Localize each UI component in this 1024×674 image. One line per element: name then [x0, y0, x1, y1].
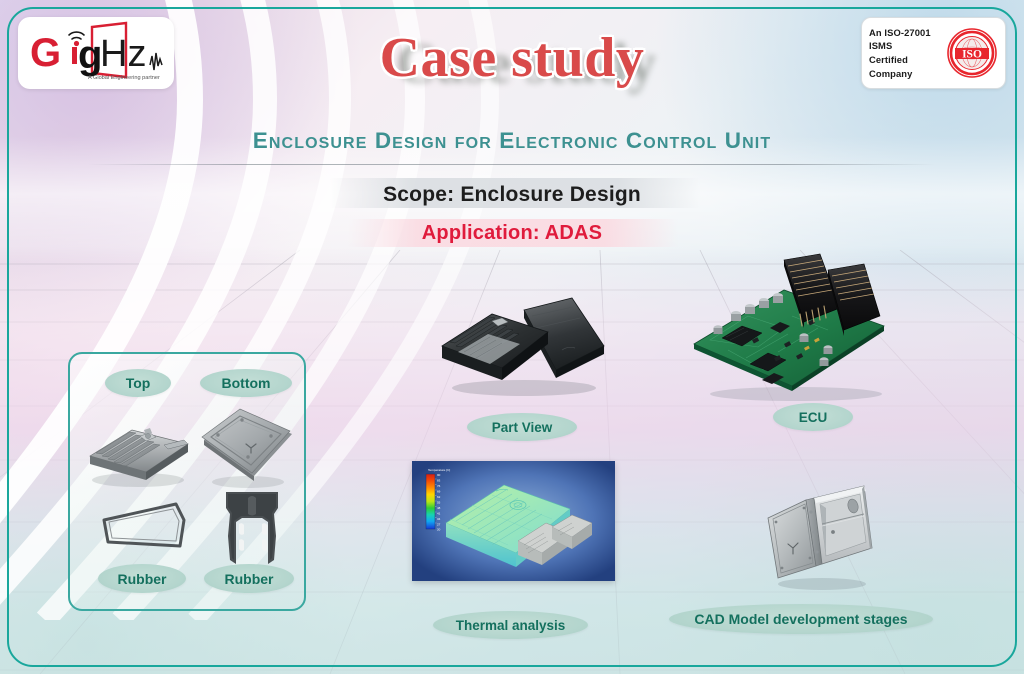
figure-part-view-image — [441, 297, 605, 396]
scope-text: Scope: Enclosure Design — [383, 183, 641, 206]
part-image-rubber-bracket — [226, 492, 278, 564]
svg-text:62: 62 — [437, 495, 441, 499]
page-subtitle: Enclosure Design for Electronic Control … — [252, 128, 772, 153]
iso-seal-icon: ISO — [947, 28, 997, 78]
svg-text:69: 69 — [437, 490, 441, 494]
label-top-text: Top — [125, 375, 151, 391]
iso-badge-text: An ISO-27001 ISMS Certified Company — [869, 26, 942, 81]
figure-caption-part-view-text: Part View — [491, 419, 553, 435]
label-bottom-text: Bottom — [221, 375, 271, 391]
svg-text:27: 27 — [437, 523, 441, 527]
title-divider — [88, 164, 936, 165]
svg-text:90: 90 — [437, 473, 441, 477]
part-image-rubber-gasket — [102, 502, 186, 548]
part-image-bottom-plate — [201, 408, 292, 488]
part-image-top-heatsink — [89, 428, 189, 487]
company-logo[interactable]: G g Hz A Global Engineering partner — [18, 17, 174, 89]
label-rubber-bracket: Rubber — [204, 564, 294, 593]
iso-seal-label: ISO — [962, 48, 982, 60]
figure-caption-ecu: ECU — [773, 403, 853, 431]
iso-certification-badge: An ISO-27001 ISMS Certified Company ISO — [861, 17, 1006, 89]
thermal-legend-title: Temperature [C] — [428, 468, 450, 472]
label-rubber-gasket: Rubber — [98, 564, 186, 593]
svg-text:Hz: Hz — [100, 33, 146, 75]
svg-text:34: 34 — [437, 517, 441, 521]
application-text: Application: ADAS — [421, 222, 603, 244]
label-rubber-gasket-text: Rubber — [117, 570, 167, 587]
gighz-logo-mark: G g Hz A Global Engineering partner — [30, 21, 163, 81]
svg-text:83: 83 — [437, 479, 441, 483]
svg-text:20: 20 — [437, 528, 441, 532]
svg-text:41: 41 — [437, 512, 441, 516]
figure-caption-part-view: Part View — [467, 413, 577, 441]
figure-cad-stages-image — [767, 485, 873, 590]
svg-text:76: 76 — [437, 484, 441, 488]
svg-text:g: g — [78, 33, 102, 77]
figure-caption-thermal: Thermal analysis — [433, 611, 588, 639]
figure-caption-ecu-text: ECU — [798, 409, 828, 425]
svg-text:G: G — [30, 31, 61, 75]
figure-caption-thermal-text: Thermal analysis — [455, 617, 566, 633]
figure-ecu-image — [693, 253, 885, 401]
logo-tagline-text: A Global Engineering partner — [88, 75, 160, 81]
svg-text:48: 48 — [437, 506, 441, 510]
iso-line-1: An ISO-27001 ISMS — [869, 26, 931, 52]
iso-line-2: Certified Company — [869, 54, 913, 79]
label-top: Top — [105, 369, 171, 397]
label-rubber-bracket-text: Rubber — [224, 570, 274, 587]
svg-text:55: 55 — [437, 501, 441, 505]
label-bottom: Bottom — [200, 369, 292, 397]
figure-caption-cad-stages: CAD Model development stages — [669, 604, 933, 634]
figure-caption-cad-stages-text: CAD Model development stages — [694, 611, 908, 627]
